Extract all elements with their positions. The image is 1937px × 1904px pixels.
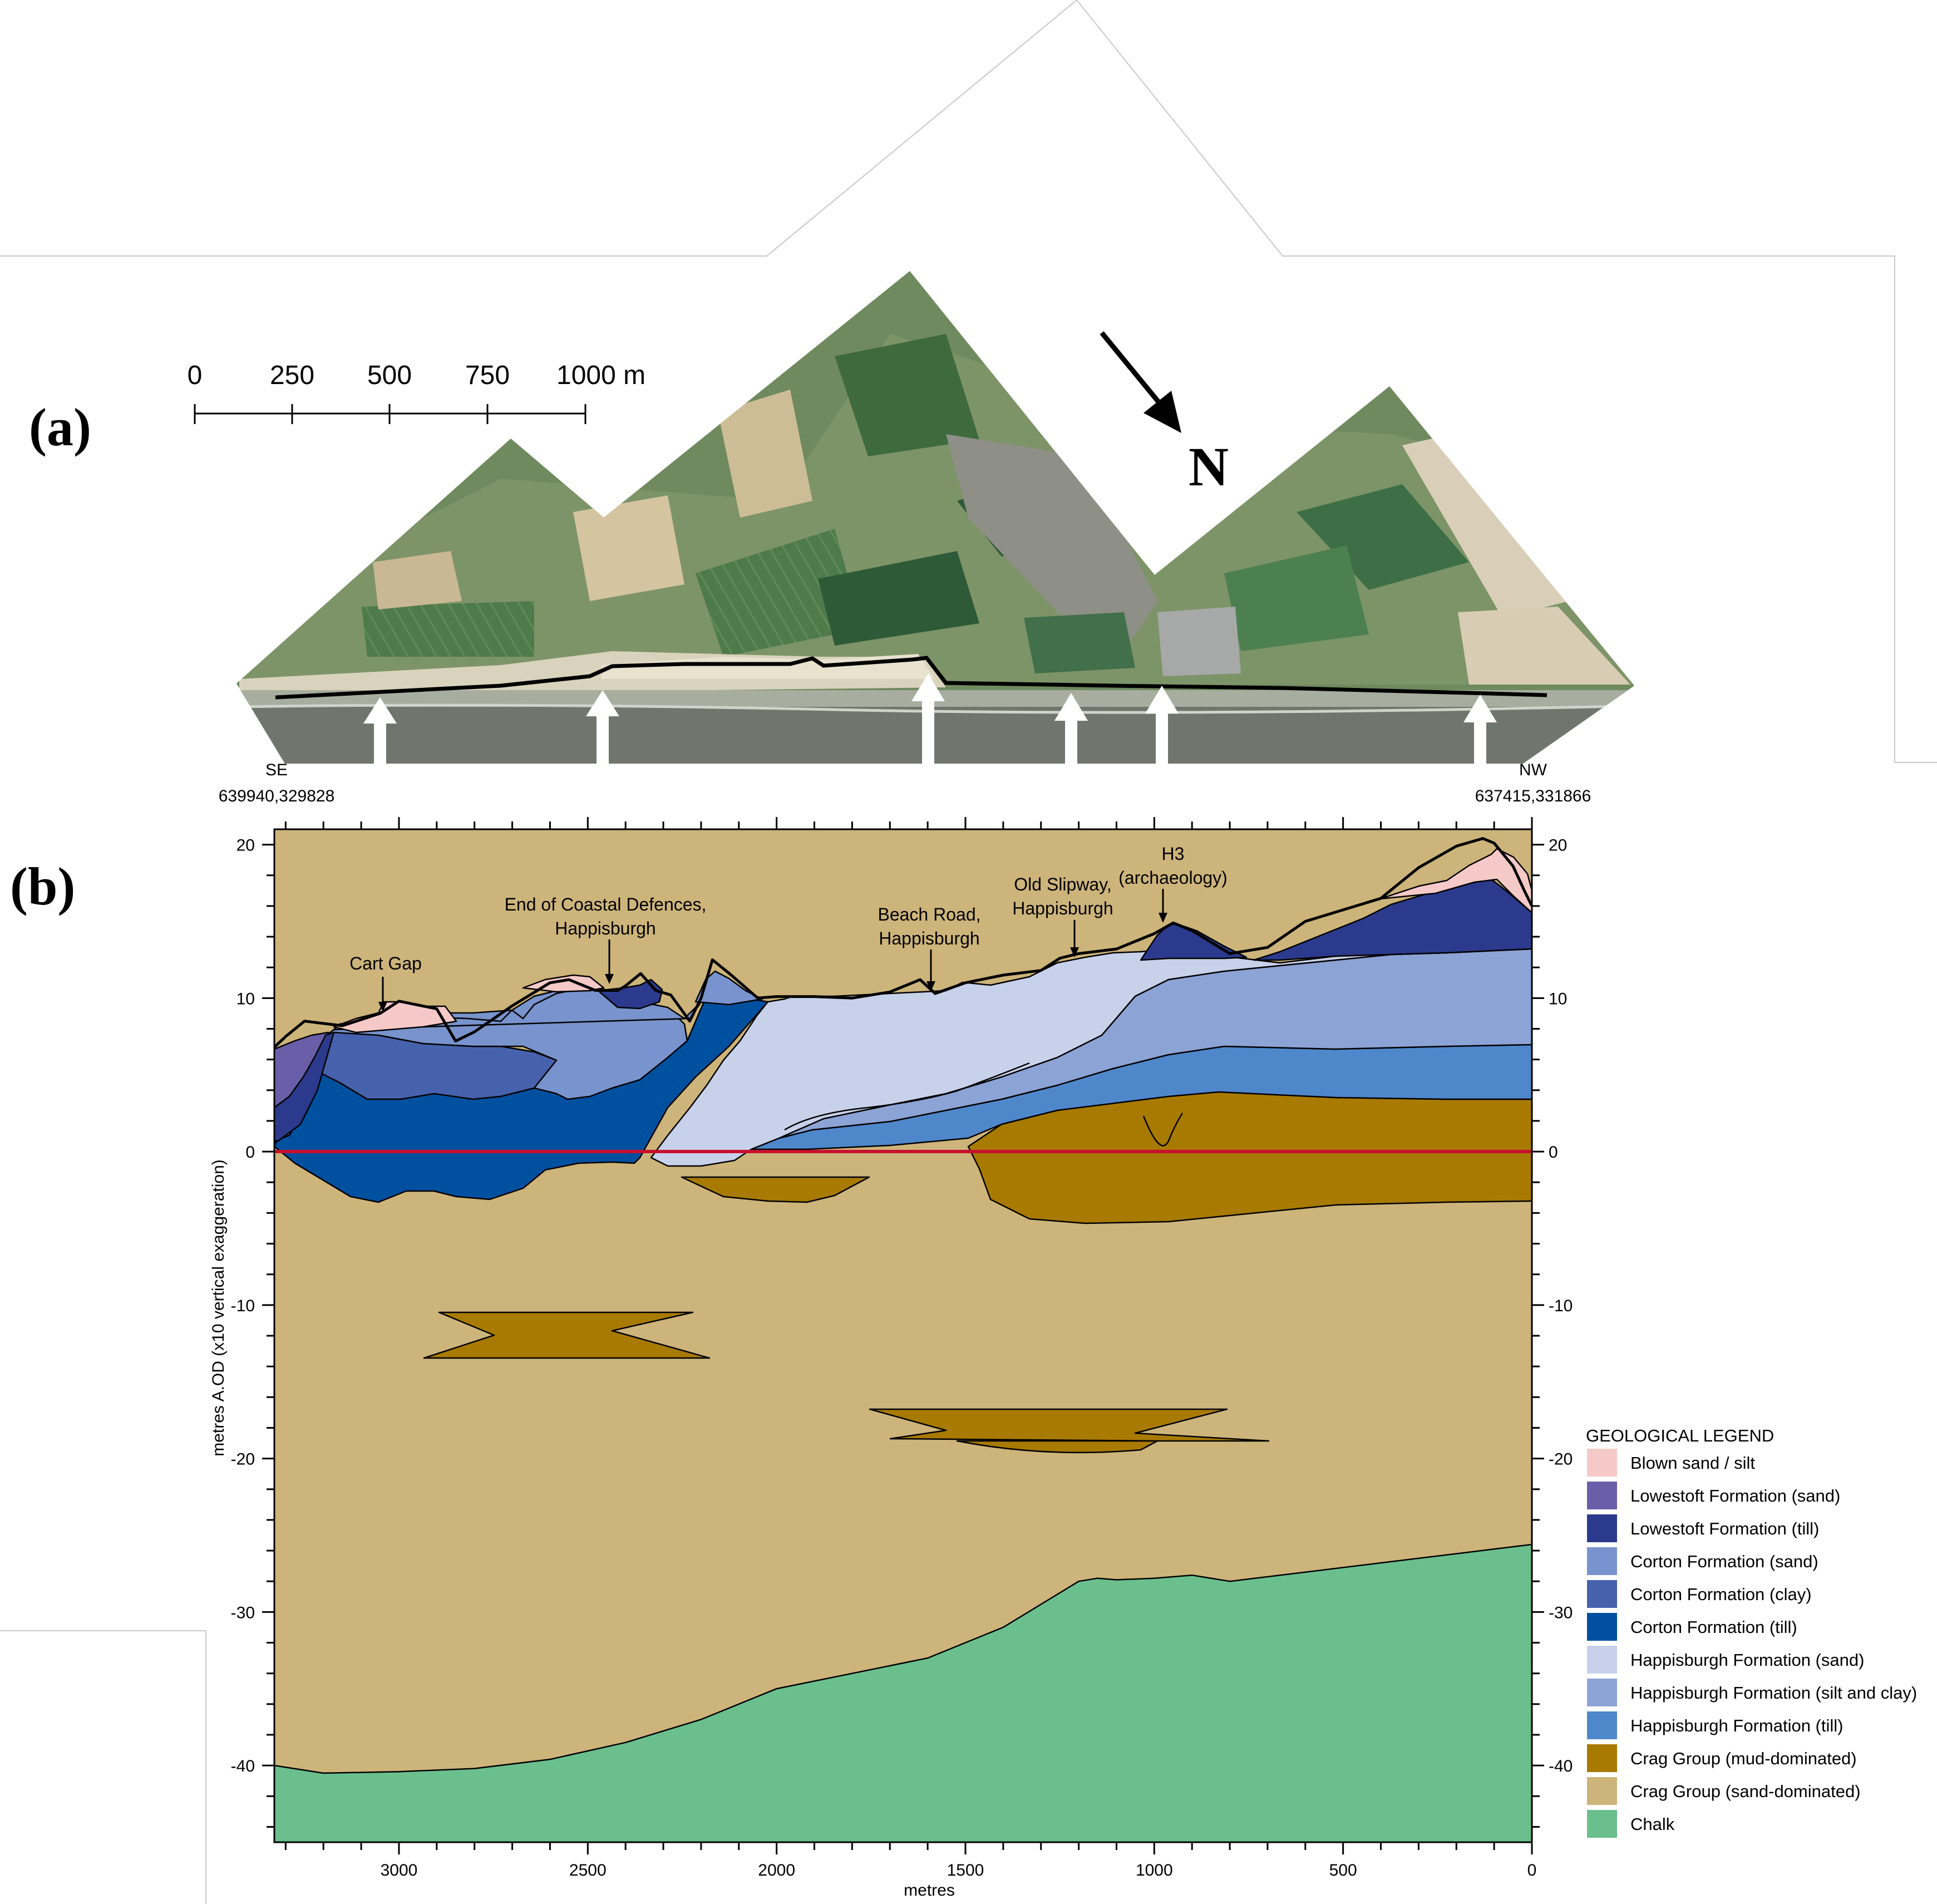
- legend-title: GEOLOGICAL LEGEND: [1586, 1426, 1774, 1445]
- north-label: N: [1189, 436, 1229, 498]
- y-tick-label-left: -40: [231, 1757, 255, 1775]
- lowestoft-till-right: [1253, 878, 1532, 961]
- y-tick-label-right: -20: [1549, 1450, 1573, 1469]
- crag-mud-lens-3: [681, 1176, 870, 1203]
- scale-tick-500: 500: [367, 361, 412, 390]
- legend-swatch: [1587, 1482, 1617, 1509]
- x-tick-label: 3000: [381, 1861, 418, 1880]
- x-tick-label: 1500: [947, 1861, 984, 1880]
- annotation-beach-road-1: Beach Road,: [878, 904, 980, 924]
- annotation-old-slipway-2: Happisburgh: [1012, 898, 1113, 918]
- cliff-line: [275, 656, 1547, 700]
- panel-b-label: (b): [10, 857, 75, 916]
- legend-entry: Chalk: [1630, 1814, 1675, 1834]
- happisburgh-sand-layer: [650, 942, 1532, 1167]
- x-tick-label: 2000: [758, 1861, 795, 1880]
- y-tick-label-right: -10: [1549, 1297, 1573, 1315]
- scale-tick-0: 0: [188, 361, 203, 390]
- y-tick-label-left: -20: [231, 1450, 255, 1469]
- annotation-old-slipway-1: Old Slipway,: [1014, 874, 1111, 894]
- lowestoft-till-left: [274, 1031, 335, 1142]
- legend-swatch: [1587, 1679, 1617, 1706]
- legend-entry: Corton Formation (sand): [1630, 1552, 1818, 1571]
- x-axis-label: metres: [904, 1881, 955, 1900]
- location-arrow-3: [911, 673, 945, 764]
- annotation-h3-2: (archaeology): [1118, 868, 1228, 888]
- h3-channel: [1142, 1113, 1184, 1147]
- legend-swatch: [1587, 1580, 1617, 1608]
- location-arrow-4: [1054, 693, 1088, 764]
- y-tick-label-left: -30: [231, 1603, 255, 1622]
- y-tick-label-right: 20: [1549, 837, 1567, 855]
- x-tick-label: 500: [1329, 1861, 1357, 1880]
- y-axis-label: metres A.OD (x10 vertical exaggeration): [209, 1159, 228, 1457]
- crag-mud-lens-1: [423, 1311, 711, 1359]
- legend-swatch: [1587, 1613, 1617, 1641]
- y-tick-label-left: 20: [236, 837, 255, 855]
- y-tick-label-right: -30: [1549, 1603, 1573, 1622]
- annotation-coastal-defences-1: End of Coastal Defences,: [505, 894, 707, 914]
- legend-swatch: [1587, 1711, 1617, 1739]
- y-tick-label-right: -40: [1549, 1757, 1573, 1775]
- legend-entry: Happisburgh Formation (till): [1630, 1716, 1843, 1735]
- chalk-layer: [274, 1543, 1532, 1842]
- blown-sand-right: [1379, 848, 1532, 914]
- legend-swatch: [1587, 1449, 1617, 1477]
- scale-tick-250: 250: [270, 361, 314, 390]
- location-arrow-6: [1463, 695, 1497, 764]
- annotation-h3-1: H3: [1162, 844, 1185, 864]
- legend-entry: Corton Formation (till): [1630, 1617, 1797, 1637]
- location-arrow-2: [586, 690, 619, 764]
- y-tick-label-left: -10: [231, 1297, 255, 1315]
- surface-profile: [274, 837, 1532, 1049]
- annotations: Cart Gap End of Coastal Defences, Happis…: [349, 844, 1228, 1012]
- legend-swatch: [1587, 1547, 1617, 1575]
- legend-entry: Crag Group (sand-dominated): [1630, 1782, 1861, 1801]
- x-tick-label: 2500: [569, 1861, 607, 1880]
- y-tick-label-right: 10: [1549, 990, 1567, 1008]
- location-arrows: [363, 673, 1497, 764]
- north-arrow: [1100, 331, 1181, 433]
- y-tick-label-left: 0: [245, 1143, 255, 1162]
- location-arrow-1: [363, 697, 397, 764]
- legend-entry: Corton Formation (clay): [1630, 1585, 1812, 1604]
- endpoint-left-coords: 639940,329828: [219, 787, 335, 805]
- x-tick-label: 1000: [1136, 1861, 1173, 1880]
- location-arrow-5: [1145, 686, 1179, 764]
- legend-entry: Happisburgh Formation (silt and clay): [1630, 1683, 1917, 1703]
- legend-entry: Blown sand / silt: [1630, 1453, 1755, 1473]
- legend-entry: Happisburgh Formation (sand): [1630, 1650, 1864, 1670]
- legend-swatch: [1587, 1777, 1617, 1805]
- geological-legend: GEOLOGICAL LEGEND Blown sand / siltLowes…: [1586, 1426, 1917, 1838]
- annotation-beach-road-2: Happisburgh: [879, 928, 979, 948]
- scale-tick-1000: 1000 m: [556, 361, 645, 390]
- lowestoft-till-left-top: [597, 978, 663, 1010]
- cross-section: [274, 829, 1532, 1842]
- x-tick-label: 0: [1527, 1861, 1537, 1880]
- endpoint-right-coords: 637415,331866: [1475, 787, 1591, 805]
- legend-swatch: [1587, 1514, 1617, 1542]
- legend-entry: Lowestoft Formation (sand): [1630, 1486, 1840, 1506]
- annotation-coastal-defences-2: Happisburgh: [555, 918, 655, 938]
- crag-mud-lens-2: [869, 1408, 1270, 1454]
- scale-tick-750: 750: [465, 361, 510, 390]
- scale-bar: 0 250 500 750 1000 m: [188, 361, 645, 424]
- legend-entry: Lowestoft Formation (till): [1630, 1519, 1819, 1538]
- annotation-cart-gap: Cart Gap: [349, 953, 422, 973]
- legend-swatch: [1587, 1810, 1617, 1838]
- endpoint-right-dir: NW: [1519, 761, 1547, 779]
- happisburgh-inner-line: [784, 1062, 1030, 1131]
- panel-a-label: (a): [29, 397, 91, 457]
- legend-swatch: [1587, 1646, 1617, 1674]
- endpoint-left-dir: SE: [265, 761, 288, 779]
- y-tick-label-right: 0: [1549, 1143, 1558, 1162]
- legend-swatch: [1587, 1744, 1617, 1772]
- legend-entry: Crag Group (mud-dominated): [1630, 1749, 1857, 1768]
- y-tick-label-left: 10: [236, 990, 255, 1008]
